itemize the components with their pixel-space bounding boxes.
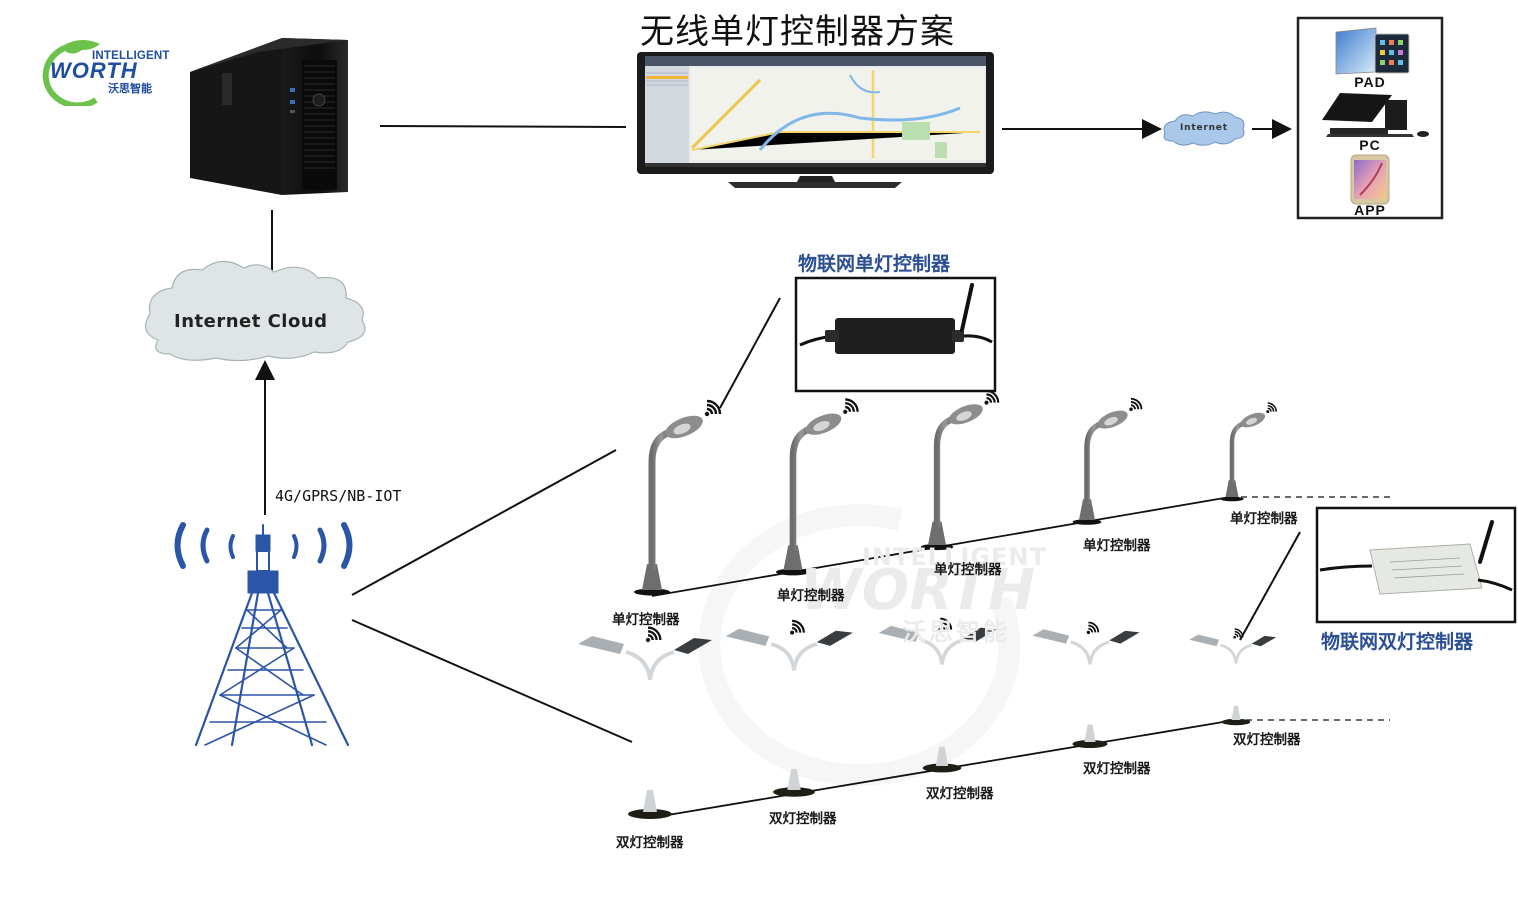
watermark-main: WORTH (800, 558, 1036, 623)
single-controller-label: 单灯控制器 (1230, 511, 1298, 527)
dual-controller-label: 双灯控制器 (926, 786, 994, 802)
dual-controller-label: 双灯控制器 (769, 811, 837, 827)
server-to-monitor-line (379, 125, 627, 128)
tablet-icon (1335, 27, 1410, 75)
protocol-label: 4G/GPRS/NB-IOT (275, 487, 402, 505)
desktop-pc-icon (1322, 93, 1429, 137)
single-arm-streetlight-icon (634, 399, 722, 596)
dual-product-callout-line (1239, 531, 1301, 641)
double-arm-streetlight-icon (878, 617, 997, 773)
single-arm-streetlight-icon (1220, 402, 1277, 502)
wifi-signal-icon (1086, 621, 1100, 635)
watermark-logo (698, 504, 1021, 787)
single-row-lamps (634, 389, 1277, 596)
smartphone-icon (1350, 154, 1390, 205)
single-arm-streetlight-icon (775, 398, 859, 576)
connection-lines (255, 119, 1390, 819)
watermark-cn: 沃思智能 (902, 618, 1010, 646)
single-arm-streetlight-icon (1072, 397, 1143, 525)
client-label-pc: PC (1359, 137, 1381, 153)
internet-small-cloud-icon (1163, 111, 1245, 146)
wifi-signal-icon (1129, 397, 1143, 411)
single-controller-label: 单灯控制器 (777, 588, 845, 604)
client-label-app: APP (1354, 202, 1386, 218)
wifi-signal-icon (645, 626, 662, 643)
dual-row-lamps (578, 617, 1277, 819)
dual-controller-label: 双灯控制器 (1083, 761, 1151, 777)
tower-to-single-row-line (351, 449, 617, 596)
watermark-top: INTELLIGENT (862, 543, 1047, 571)
double-arm-streetlight-icon (1032, 621, 1140, 748)
double-arm-streetlight-icon (725, 619, 853, 797)
tower-server-icon (190, 38, 348, 195)
double-arm-streetlight-icon (1189, 628, 1277, 726)
dual-controller-label: 双灯控制器 (1233, 732, 1301, 748)
dual-lamp-controller-device (1315, 506, 1517, 624)
client-label-pad: PAD (1354, 74, 1386, 90)
internet-cloud-label: Internet Cloud (174, 311, 328, 332)
single-product-callout-line (719, 297, 781, 409)
logo-brand-main: WORTH (50, 58, 138, 83)
dual-controller-heading: 物联网双灯控制器 (1321, 631, 1474, 653)
single-arm-streetlight-icon (920, 389, 1000, 551)
single-lamp-controller-device (794, 276, 997, 393)
dual-controller-label: 双灯控制器 (616, 835, 684, 851)
double-arm-streetlight-icon (578, 626, 712, 819)
single-controller-label: 单灯控制器 (934, 562, 1002, 578)
single-controller-label: 单灯控制器 (612, 612, 680, 628)
wifi-signal-icon (938, 617, 953, 632)
wifi-signal-icon (704, 399, 722, 417)
monitor-map-dashboard-icon (637, 52, 994, 188)
tower-to-dual-row-line (351, 619, 633, 743)
wifi-signal-icon (790, 619, 805, 635)
single-controller-label: 单灯控制器 (1083, 538, 1151, 554)
single-controller-heading: 物联网单灯控制器 (798, 253, 951, 275)
wifi-signal-icon (1266, 402, 1277, 414)
internet-small-label: Internet (1180, 123, 1228, 133)
wifi-signal-icon (984, 389, 1000, 405)
wifi-signal-icon (843, 398, 859, 414)
internet-cloud-icon (144, 260, 366, 362)
logo-brand-cn: 沃思智能 (108, 82, 152, 95)
logo-brand-top: INTELLIGENT (92, 50, 170, 62)
page-title: 无线单灯控制器方案 (640, 12, 955, 52)
clients-panel (1296, 16, 1444, 220)
wifi-signal-icon (1233, 628, 1244, 639)
globe-swoosh-logo (42, 40, 100, 106)
cell-tower-icon (174, 522, 353, 747)
